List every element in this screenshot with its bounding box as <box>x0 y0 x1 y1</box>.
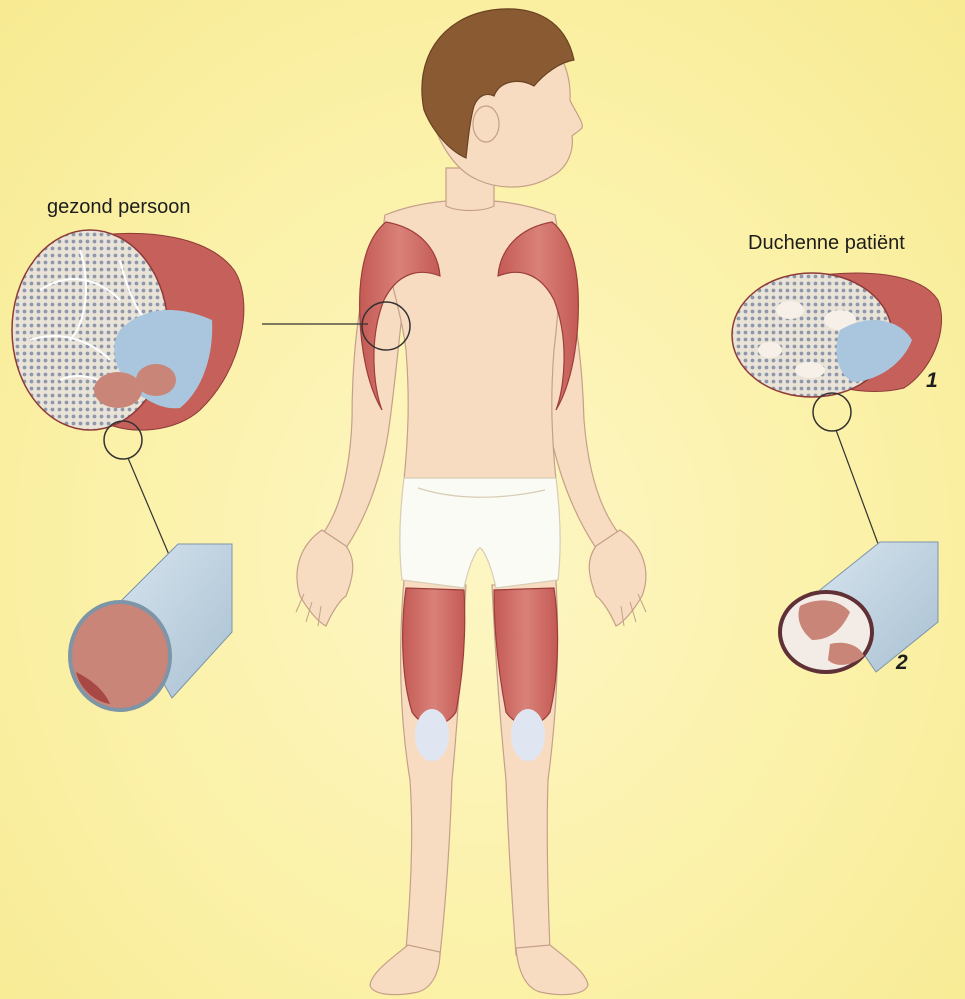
patient-fiber-callout-circle <box>813 393 851 431</box>
left-hand <box>297 530 353 626</box>
left-thigh-muscle <box>403 588 465 725</box>
left-knee <box>415 709 449 761</box>
marker-2: 2 <box>896 651 908 675</box>
healthy-muscle-fiber <box>68 544 232 712</box>
ear <box>473 106 499 142</box>
marker-1: 1 <box>926 369 938 393</box>
left-foot <box>370 945 440 995</box>
right-knee <box>511 709 545 761</box>
healthy-muscle-cross-section <box>12 230 244 430</box>
right-foot <box>516 945 588 995</box>
underwear <box>400 478 560 588</box>
label-duchenne-patient: Duchenne patiënt <box>748 232 905 255</box>
child-figure <box>296 9 646 995</box>
right-hand <box>589 530 646 626</box>
patient-muscle-cross-section <box>732 273 942 397</box>
label-healthy-person: gezond persoon <box>47 196 190 219</box>
patient-fiber-leader <box>836 430 884 560</box>
patient-muscle-fiber <box>778 542 938 674</box>
